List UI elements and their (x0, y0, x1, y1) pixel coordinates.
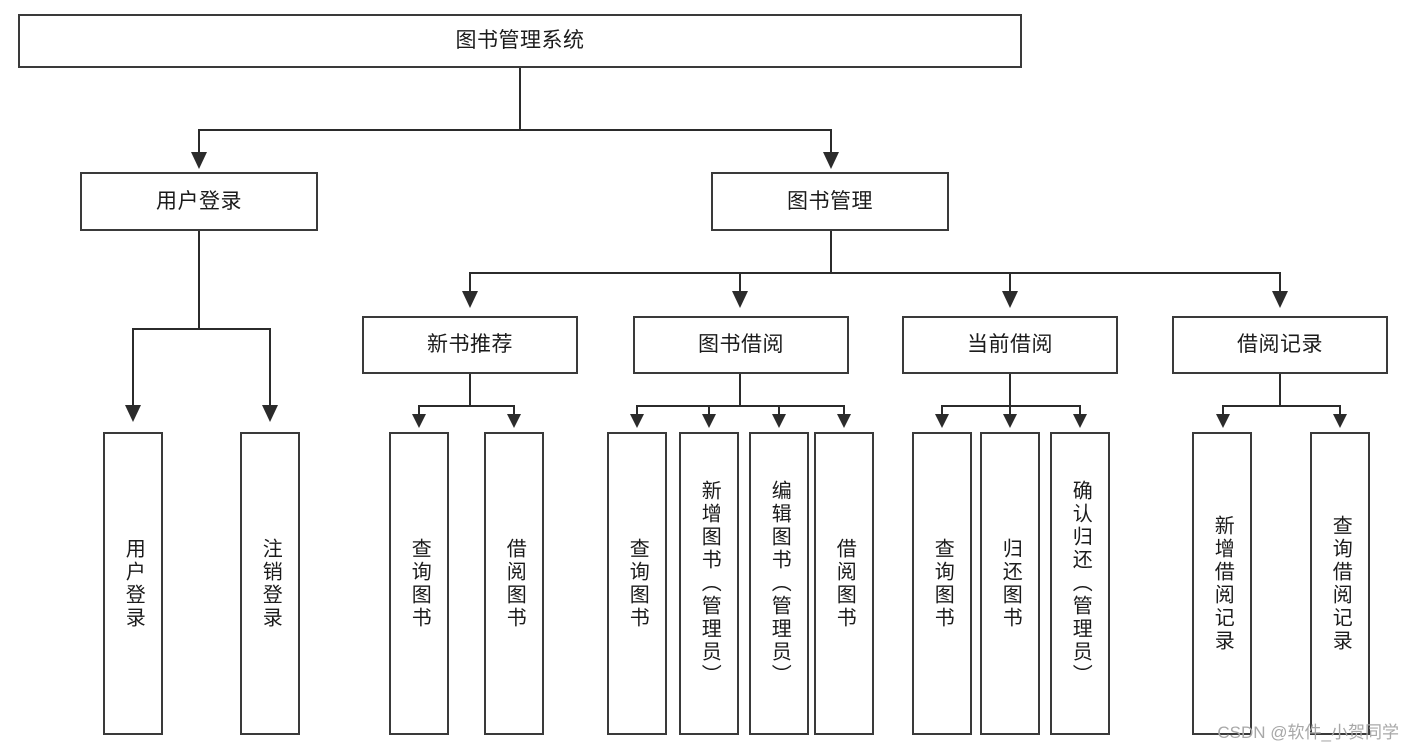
edge-user-login-stem (198, 231, 200, 329)
leaf-current-confirm[interactable]: 确认归还（管理员） (1050, 432, 1110, 735)
leaf-borrow-add[interactable]: 新增图书（管理员） (679, 432, 739, 735)
edge-user-login-child2 (269, 328, 271, 408)
arrow-new-book-child1 (412, 414, 426, 428)
edge-to-user-login (198, 129, 200, 155)
arrow-borrow-child2 (702, 414, 716, 428)
arrow-user-login-child2 (262, 405, 278, 422)
edge-records-bus (1222, 405, 1340, 407)
arrow-user-login-child1 (125, 405, 141, 422)
edge-borrow-child4 (843, 405, 845, 417)
node-new-book-label: 新书推荐 (427, 333, 513, 357)
edge-root-stem (519, 68, 521, 130)
node-records-label: 借阅记录 (1237, 333, 1323, 357)
edge-current-child1 (941, 405, 943, 417)
arrow-current-child3 (1073, 414, 1087, 428)
node-user-login-label: 用户登录 (156, 189, 242, 213)
edge-new-book-child2 (513, 405, 515, 417)
leaf-current-confirm-label: 确认归还（管理员） (1069, 480, 1092, 687)
node-book-manage-label: 图书管理 (787, 189, 873, 213)
node-borrow[interactable]: 图书借阅 (633, 316, 849, 374)
leaf-borrow-query[interactable]: 查询图书 (607, 432, 667, 735)
edge-user-login-bus (132, 328, 271, 330)
arrow-borrow-child4 (837, 414, 851, 428)
edge-user-login-child1 (132, 328, 134, 408)
leaf-newbook-query[interactable]: 查询图书 (389, 432, 449, 735)
edge-borrow-child2 (708, 405, 710, 417)
node-user-login[interactable]: 用户登录 (80, 172, 318, 231)
arrow-new-book-child2 (507, 414, 521, 428)
edge-new-book-child1 (418, 405, 420, 417)
node-records[interactable]: 借阅记录 (1172, 316, 1388, 374)
leaf-borrow-borrow[interactable]: 借阅图书 (814, 432, 874, 735)
node-current-label: 当前借阅 (967, 333, 1053, 357)
edge-to-records (1279, 272, 1281, 294)
leaf-current-query[interactable]: 查询图书 (912, 432, 972, 735)
leaf-user-login[interactable]: 用户登录 (103, 432, 163, 735)
edge-to-borrow (739, 272, 741, 294)
leaf-record-query-label: 查询借阅记录 (1329, 514, 1352, 653)
edge-borrow-stem (739, 374, 741, 406)
leaf-current-return-label: 归还图书 (999, 537, 1022, 630)
arrow-to-book-manage (823, 152, 839, 169)
leaf-user-login-label: 用户登录 (122, 537, 145, 630)
arrow-records-child2 (1333, 414, 1347, 428)
edge-book-manage-stem (830, 231, 832, 273)
leaf-record-query[interactable]: 查询借阅记录 (1310, 432, 1370, 735)
edge-borrow-bus (636, 405, 844, 407)
leaf-record-add[interactable]: 新增借阅记录 (1192, 432, 1252, 735)
edge-new-book-bus (418, 405, 514, 407)
edge-records-child1 (1222, 405, 1224, 417)
arrow-to-new-book (462, 291, 478, 308)
edge-to-current (1009, 272, 1011, 294)
leaf-borrow-query-label: 查询图书 (626, 537, 649, 630)
edge-to-book-manage (830, 129, 832, 155)
edge-root-bus (198, 129, 832, 131)
leaf-newbook-query-label: 查询图书 (408, 537, 431, 630)
edge-current-child2 (1009, 405, 1011, 417)
leaf-current-query-label: 查询图书 (931, 537, 954, 630)
edge-current-child3 (1079, 405, 1081, 417)
arrow-to-records (1272, 291, 1288, 308)
arrow-records-child1 (1216, 414, 1230, 428)
leaf-borrow-edit[interactable]: 编辑图书（管理员） (749, 432, 809, 735)
leaf-borrow-borrow-label: 借阅图书 (833, 537, 856, 630)
arrow-borrow-child1 (630, 414, 644, 428)
edge-book-manage-bus (469, 272, 1281, 274)
arrow-to-borrow (732, 291, 748, 308)
node-book-manage[interactable]: 图书管理 (711, 172, 949, 231)
arrow-current-child2 (1003, 414, 1017, 428)
leaf-logout[interactable]: 注销登录 (240, 432, 300, 735)
leaf-borrow-add-label: 新增图书（管理员） (698, 480, 721, 687)
node-root[interactable]: 图书管理系统 (18, 14, 1022, 68)
leaf-record-add-label: 新增借阅记录 (1211, 514, 1234, 653)
arrow-current-child1 (935, 414, 949, 428)
leaf-current-return[interactable]: 归还图书 (980, 432, 1040, 735)
node-root-label: 图书管理系统 (455, 29, 585, 53)
node-borrow-label: 图书借阅 (698, 333, 784, 357)
leaf-newbook-borrow[interactable]: 借阅图书 (484, 432, 544, 735)
node-current[interactable]: 当前借阅 (902, 316, 1118, 374)
arrow-to-current (1002, 291, 1018, 308)
edge-records-child2 (1339, 405, 1341, 417)
leaf-newbook-borrow-label: 借阅图书 (503, 537, 526, 630)
edge-borrow-child1 (636, 405, 638, 417)
edge-to-new-book (469, 272, 471, 294)
edge-new-book-stem (469, 374, 471, 406)
edge-current-stem (1009, 374, 1011, 406)
leaf-logout-label: 注销登录 (259, 537, 282, 630)
edge-records-stem (1279, 374, 1281, 406)
leaf-borrow-edit-label: 编辑图书（管理员） (768, 480, 791, 687)
arrow-borrow-child3 (772, 414, 786, 428)
node-new-book[interactable]: 新书推荐 (362, 316, 578, 374)
arrow-to-user-login (191, 152, 207, 169)
edge-borrow-child3 (778, 405, 780, 417)
